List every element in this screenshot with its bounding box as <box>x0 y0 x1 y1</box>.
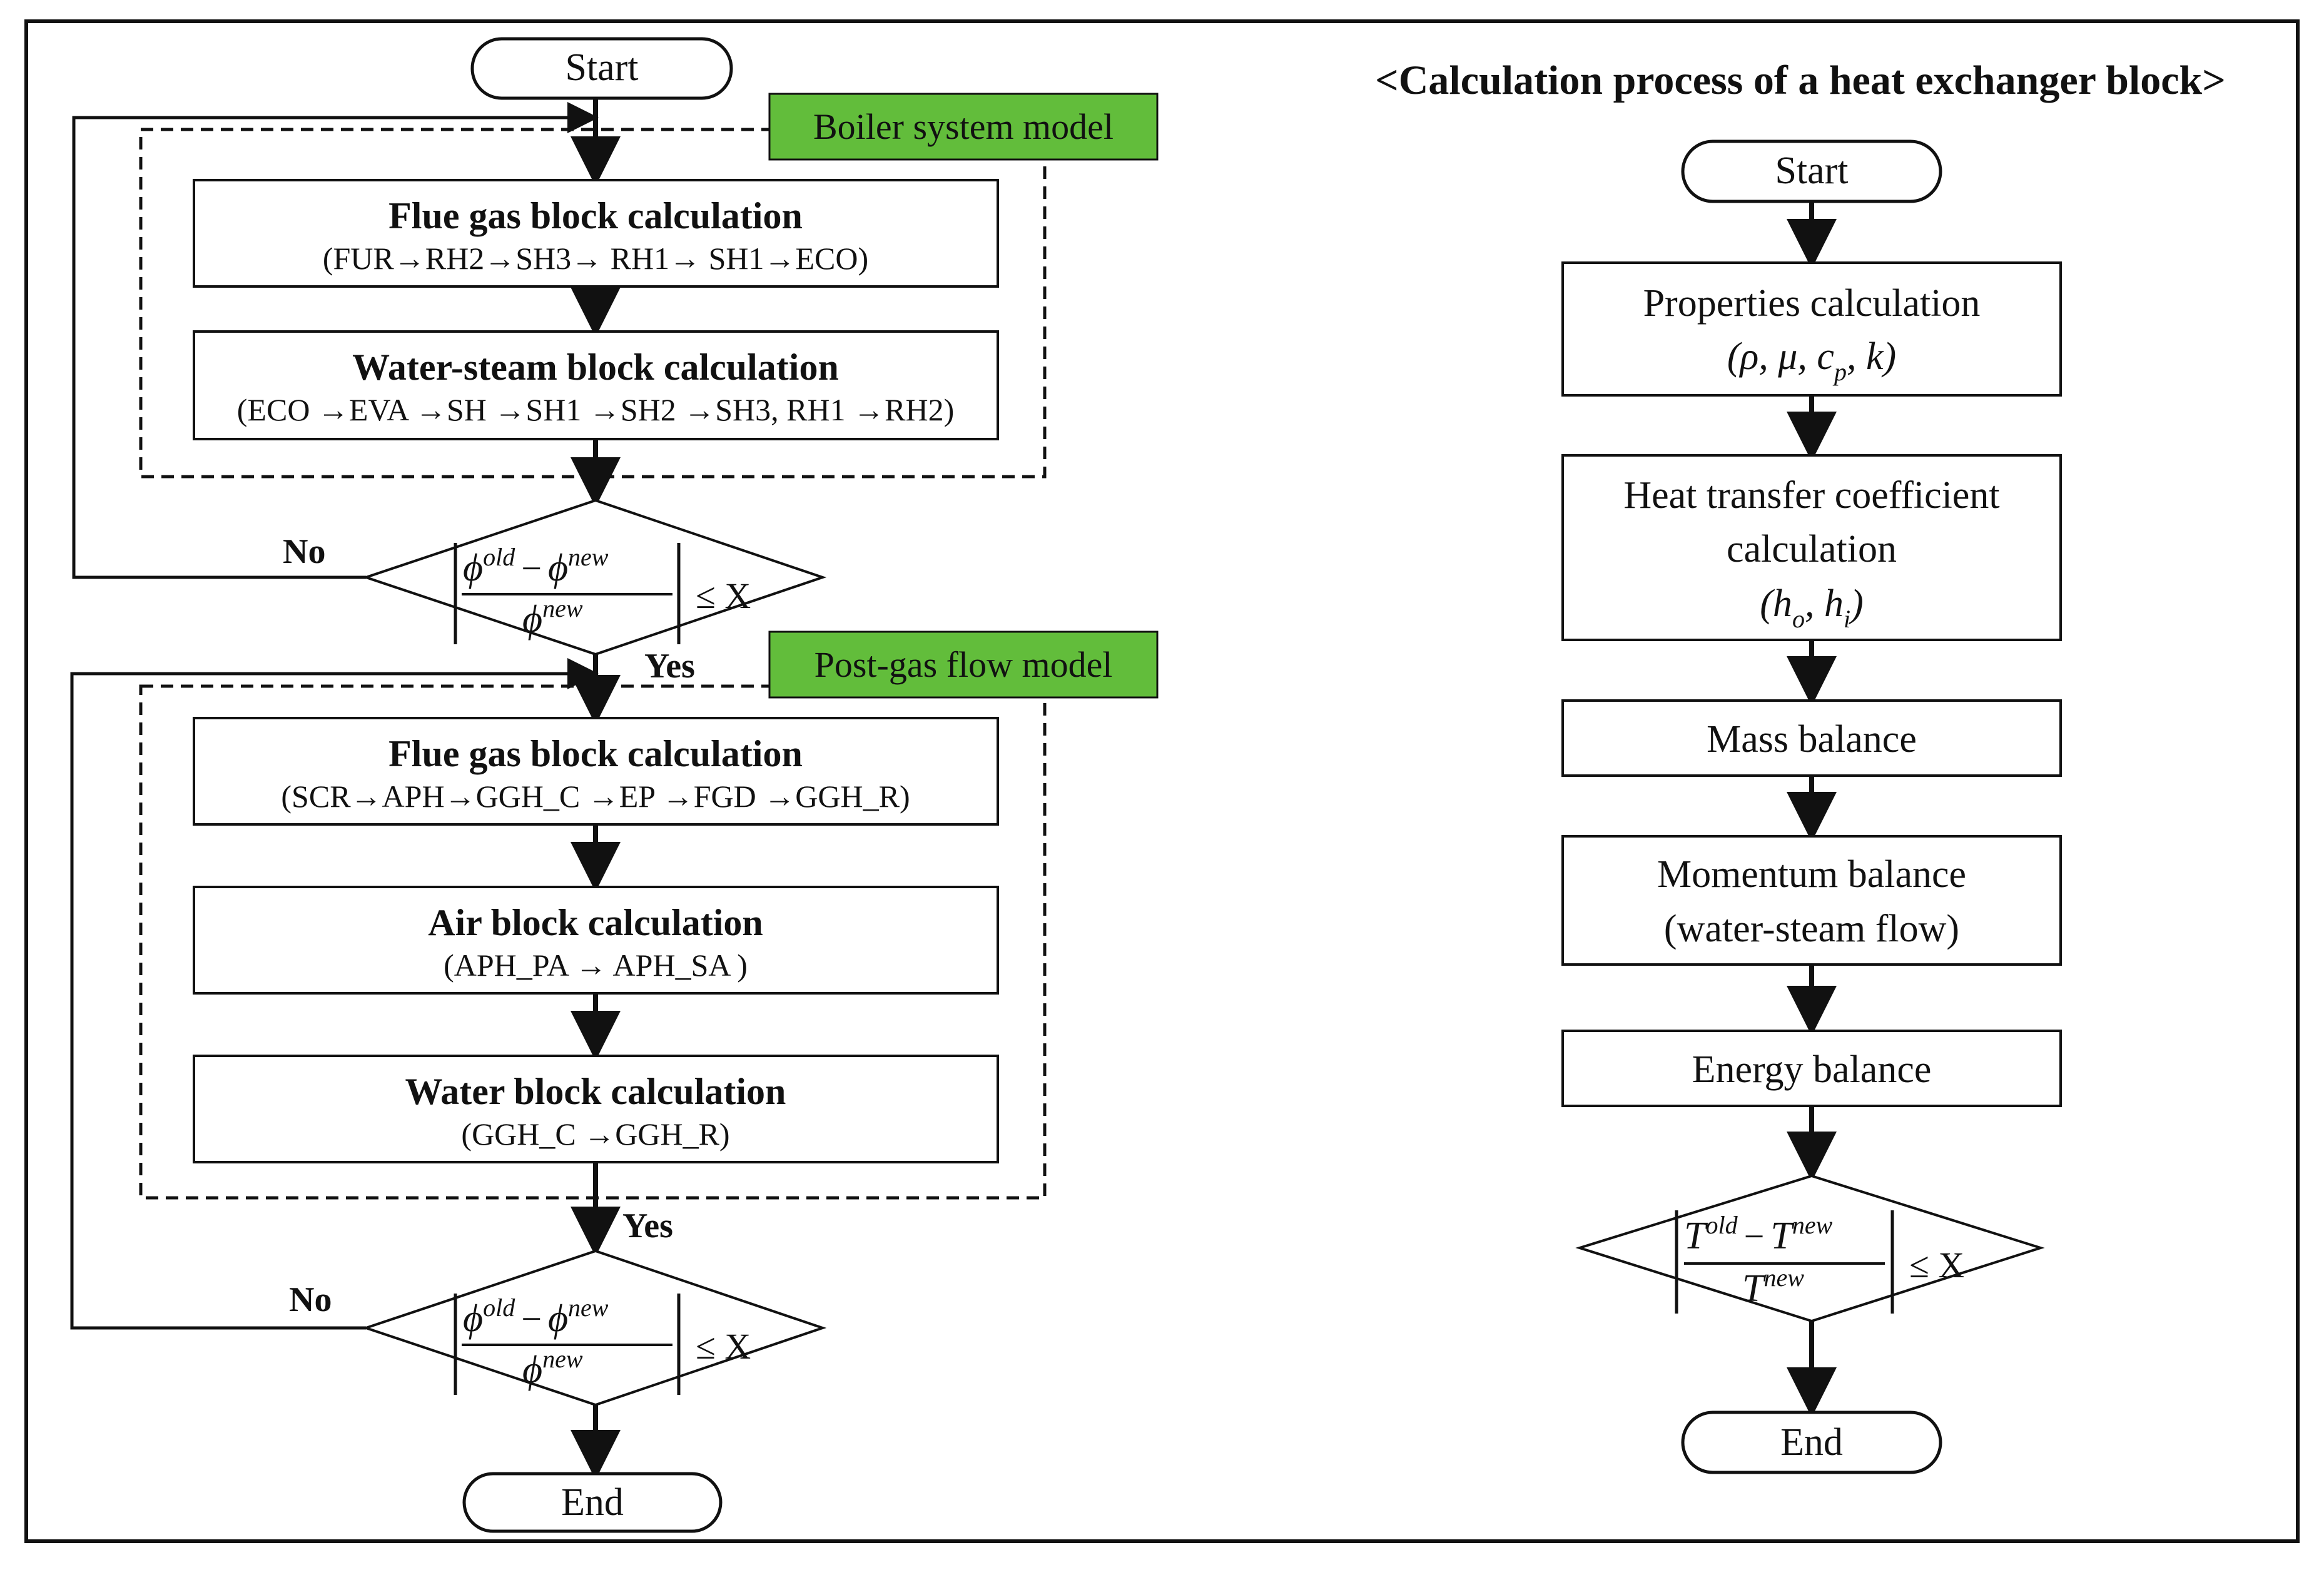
post-gas-flue-gas-detail: (SCR→APH→GGH_C →EP →FGD →GGH_R) <box>281 779 910 814</box>
energy-balance-label: Energy balance <box>1692 1048 1932 1091</box>
heat-transfer-block: Heat transfer coefficient calculation (h… <box>1561 454 2062 641</box>
right-end-terminator: End <box>1681 1410 1942 1474</box>
left-start-label: Start <box>565 46 638 89</box>
post-gas-flue-gas-block: Flue gas block calculation (SCR→APH→GGH_… <box>193 717 999 826</box>
post-gas-water-block: Water block calculation (GGH_C →GGH_R) <box>193 1055 999 1163</box>
right-decision-relation: ≤ X <box>1909 1245 1964 1285</box>
boiler-system-model-label: Boiler system model <box>768 93 1159 161</box>
momentum-line-2: (water-steam flow) <box>1664 908 1959 950</box>
no-loop-1 <box>72 102 599 579</box>
properties-line-1: Properties calculation <box>1643 282 1981 325</box>
left-flowchart: Start Boiler system model Flue gas block… <box>70 37 1159 1533</box>
right-decision: Told−Tnew Tnew ≤ X <box>1575 1174 2045 1323</box>
boiler-flue-gas-detail: (FUR→RH2→SH3→ RH1→ SH1→ECO) <box>323 241 868 276</box>
heat-transfer-line-2: calculation <box>1727 528 1897 570</box>
heat-transfer-line-3: (ho, hi) <box>1760 582 1863 633</box>
decision-1: ϕold−ϕnew ϕnew ≤ X <box>362 499 827 656</box>
right-decision-denominator: Tnew <box>1742 1264 1804 1310</box>
post-gas-flue-gas-title: Flue gas block calculation <box>388 733 803 774</box>
boiler-water-steam-title: Water-steam block calculation <box>352 347 839 388</box>
momentum-balance-block: Momentum balance (water-steam flow) <box>1561 835 2062 966</box>
right-start-terminator: Start <box>1681 139 1942 203</box>
momentum-line-1: Momentum balance <box>1657 853 1966 896</box>
decision-1-relation: ≤ X <box>696 575 751 616</box>
left-start-terminator: Start <box>470 37 733 100</box>
post-gas-model-label: Post-gas flow model <box>768 631 1159 699</box>
boiler-water-steam-block: Water-steam block calculation (ECO →EVA … <box>193 330 999 440</box>
post-gas-air-title: Air block calculation <box>428 902 763 943</box>
energy-balance-block: Energy balance <box>1561 1030 2062 1107</box>
decision-1-numerator: ϕold−ϕnew <box>463 543 609 589</box>
decision-2-no-label: No <box>289 1280 332 1319</box>
right-flow-title: <Calculation process of a heat exchanger… <box>1375 58 2226 103</box>
decision-2: ϕold−ϕnew ϕnew ≤ X <box>362 1249 827 1407</box>
decision-2-denominator: ϕnew <box>522 1345 583 1391</box>
no-loop-2 <box>70 658 599 1330</box>
decision-1-denominator: ϕnew <box>522 594 583 641</box>
post-gas-water-detail: (GGH_C →GGH_R) <box>461 1117 729 1152</box>
mass-balance-block: Mass balance <box>1561 699 2062 777</box>
right-start-label: Start <box>1775 149 1848 192</box>
mass-balance-label: Mass balance <box>1707 718 1917 761</box>
post-gas-air-detail: (APH_PA → APH_SA ) <box>444 948 748 983</box>
boiler-water-steam-detail: (ECO →EVA →SH →SH1 →SH2 →SH3, RH1 →RH2) <box>237 392 954 427</box>
boiler-flue-gas-title: Flue gas block calculation <box>388 195 803 236</box>
left-end-label: End <box>561 1481 624 1524</box>
right-flowchart: <Calculation process of a heat exchanger… <box>1375 58 2226 1474</box>
heat-transfer-line-1: Heat transfer coefficient <box>1623 474 1999 517</box>
right-end-label: End <box>1780 1421 1843 1464</box>
left-end-terminator: End <box>462 1472 723 1533</box>
outer-frame <box>24 19 2300 1543</box>
boiler-system-model-text: Boiler system model <box>813 106 1114 147</box>
boiler-flue-gas-block: Flue gas block calculation (FUR→RH2→SH3→… <box>193 179 999 288</box>
right-decision-numerator: Told−Tnew <box>1684 1211 1833 1257</box>
properties-line-2: (ρ, μ, cp, k) <box>1727 335 1896 386</box>
decision-1-yes-label: Yes <box>644 647 695 686</box>
properties-calculation-block: Properties calculation (ρ, μ, cp, k) <box>1561 261 2062 397</box>
post-gas-model-text: Post-gas flow model <box>814 644 1113 685</box>
decision-2-numerator: ϕold−ϕnew <box>463 1294 609 1340</box>
post-gas-yes-label: Yes <box>622 1207 673 1245</box>
decision-2-relation: ≤ X <box>696 1326 751 1367</box>
post-gas-water-title: Water block calculation <box>405 1071 786 1112</box>
decision-1-no-label: No <box>283 532 325 571</box>
post-gas-air-block: Air block calculation (APH_PA → APH_SA ) <box>193 886 999 995</box>
